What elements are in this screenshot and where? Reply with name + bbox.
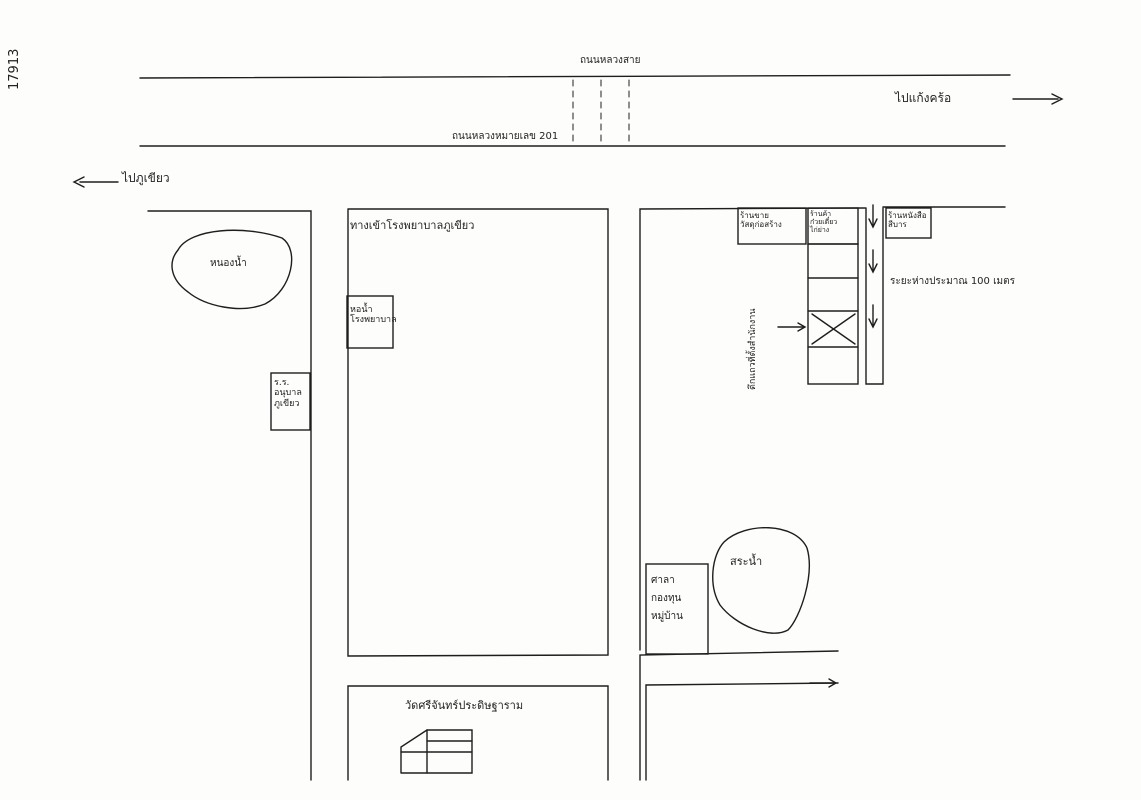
label-pond-right: สระน้ำ <box>730 555 763 568</box>
alley-outline <box>865 207 884 385</box>
label-shop-3: ร้านหนังสือ สีบาร <box>888 211 927 230</box>
arrow-right-head <box>1051 93 1064 105</box>
hospital-block-outline <box>347 208 609 657</box>
label-hospital: ทางเข้าโรงพยาบาลภูเขียว <box>350 219 475 232</box>
temple-block-outline <box>347 685 609 781</box>
label-to-right: ไปแก้งคร้อ <box>895 91 952 105</box>
bottom-arrow-head <box>828 678 838 688</box>
school-box <box>270 372 311 431</box>
water-tower-box <box>346 295 394 349</box>
left-block-outline <box>147 210 312 781</box>
target-arrow-head <box>797 322 807 332</box>
right-block-outline <box>639 650 839 781</box>
bottom-right-block <box>645 682 839 781</box>
sheet-number: 17913 <box>7 48 22 90</box>
label-road-number: ถนนหลวงหมายเลข 201 <box>452 131 559 142</box>
label-target-building: ตึกแถวที่ตั้งสำนักงาน <box>748 308 758 390</box>
label-shop-2: ร้านค้า ก๋วยเตี๋ยว ไก่ย่าง <box>810 210 838 235</box>
label-water-tower: หอน้ำ โรงพยาบาล <box>350 305 397 326</box>
shop-box-3 <box>885 207 932 239</box>
label-distance: ระยะห่างประมาณ 100 เมตร <box>890 276 1015 287</box>
highway-top-edge <box>139 74 1011 79</box>
label-temple: วัดศรีจันทร์ประดิษฐาราม <box>405 699 524 712</box>
pond-left <box>171 229 293 310</box>
label-school: ร.ร. อนุบาล ภูเขียว <box>274 378 302 409</box>
label-road-top: ถนนหลวงสาย <box>580 55 641 66</box>
target-x-mark <box>811 313 856 345</box>
label-pond-left: หนองน้ำ <box>210 258 247 269</box>
office-box <box>645 563 709 655</box>
label-shop-1: ร้านขาย วัสดุก่อสร้าง <box>740 211 782 230</box>
alley-arrow-head <box>868 218 878 229</box>
alley-arrow-head <box>868 318 878 329</box>
shophouse-row <box>807 243 859 385</box>
pond-right <box>712 526 810 634</box>
alley-arrow-head <box>868 263 878 274</box>
label-to-left: ไปภูเขียว <box>122 171 170 185</box>
label-office: ศาลา กองทุน หมู่บ้าน <box>651 575 683 622</box>
arrow-left-head <box>72 176 85 188</box>
shop-box-1 <box>737 207 807 245</box>
